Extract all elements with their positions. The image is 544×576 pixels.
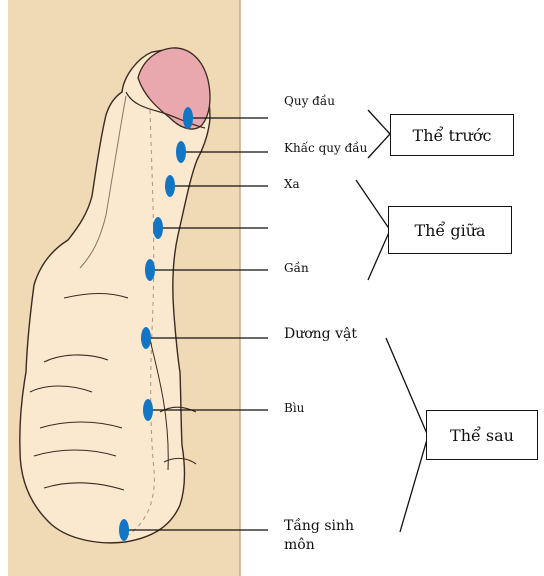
label-tang-sinh-mon-line2: môn [284,538,315,552]
bracket-the-giua [356,180,390,280]
label-duong-vat: Dương vật [284,327,357,341]
label-tang-sinh-mon-line1: Tầng sinh [284,519,354,533]
label-gan: Gần [284,261,309,275]
marker-gan [145,259,155,281]
marker-tang-sinh-mon [119,519,129,541]
marker-khac-quy-dau [176,141,186,163]
marker-xa [165,175,175,197]
box-the-truoc: Thể trước [390,114,514,156]
box-the-giua: Thể giữa [388,206,512,254]
label-quy-dau: Quy đầu [284,94,335,108]
marker-xa-2 [153,217,163,239]
label-khac-quy-dau: Khấc quy đầu [284,141,367,155]
bracket-the-truoc [368,110,390,158]
label-biu: Bìu [284,401,304,415]
marker-biu [143,399,153,421]
label-xa: Xa [284,177,300,191]
marker-quy-dau [183,107,193,129]
box-the-sau: Thể sau [426,410,538,460]
bracket-the-sau [386,338,428,532]
marker-duong-vat [141,327,151,349]
